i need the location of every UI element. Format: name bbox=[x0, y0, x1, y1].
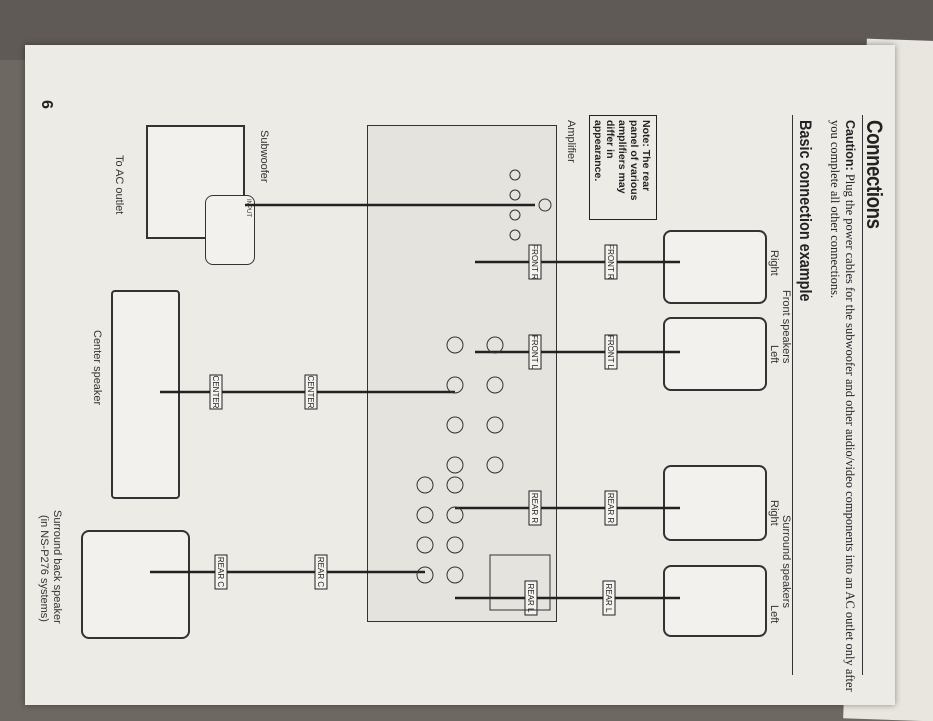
amplifier-terminals bbox=[416, 169, 552, 611]
label-center-1: CENTER bbox=[306, 376, 315, 409]
cable-labels bbox=[209, 244, 618, 616]
wiring-diagram: FRONT R FRONT R FRONT L FRONT L CENTER C… bbox=[150, 169, 680, 616]
label-front-l-1: FRONT L bbox=[606, 335, 615, 370]
label-rear-r-1: REAR R bbox=[606, 493, 615, 523]
label-center-2: CENTER bbox=[211, 376, 220, 409]
label-rear-c-2: REAR C bbox=[216, 557, 225, 587]
label-rear-l-2: REAR L bbox=[526, 584, 535, 613]
label-front-r-1: FRONT R bbox=[606, 244, 615, 280]
label-rear-r-2: REAR R bbox=[530, 493, 539, 523]
manual-page: Connections Caution: Plug the power cabl… bbox=[25, 45, 895, 705]
label-front-l-2: FRONT L bbox=[530, 335, 539, 370]
label-rear-c-1: REAR C bbox=[316, 557, 325, 587]
label-front-r-2: FRONT R bbox=[530, 244, 539, 280]
label-rear-l-1: REAR L bbox=[604, 584, 613, 613]
